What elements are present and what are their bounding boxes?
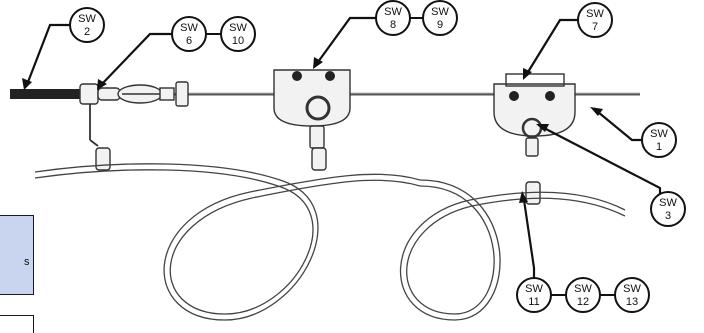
svg-text:SW: SW bbox=[623, 283, 641, 295]
svg-text:10: 10 bbox=[232, 35, 244, 47]
callout-sw3: SW 3 bbox=[650, 191, 686, 227]
callout-sw9: SW 9 bbox=[422, 0, 458, 36]
callouts: SW 2 SW 6 SW 10 SW 8 SW 9 SW 7 bbox=[69, 0, 686, 313]
callout-sw7: SW 7 bbox=[577, 2, 613, 38]
svg-text:SW: SW bbox=[229, 22, 247, 34]
svg-text:8: 8 bbox=[390, 19, 396, 31]
callout-connectors bbox=[206, 17, 615, 296]
svg-text:6: 6 bbox=[186, 35, 192, 47]
svg-text:3: 3 bbox=[665, 210, 671, 222]
svg-text:SW: SW bbox=[650, 128, 668, 140]
svg-text:SW: SW bbox=[180, 22, 198, 34]
side-panel-text: s bbox=[24, 256, 30, 268]
svg-text:7: 7 bbox=[592, 21, 598, 33]
svg-text:1: 1 bbox=[656, 141, 662, 153]
svg-text:SW: SW bbox=[431, 6, 449, 18]
callout-sw8: SW 8 bbox=[375, 0, 411, 36]
side-panel bbox=[0, 215, 34, 295]
leader-lines bbox=[22, 16, 662, 278]
side-panel-lower bbox=[0, 315, 34, 333]
svg-text:SW: SW bbox=[586, 8, 604, 20]
svg-text:12: 12 bbox=[577, 296, 589, 308]
svg-text:2: 2 bbox=[84, 26, 90, 38]
saddle-clamps bbox=[95, 147, 541, 205]
svg-text:SW: SW bbox=[78, 13, 96, 25]
svg-text:SW: SW bbox=[574, 283, 592, 295]
svg-text:SW: SW bbox=[659, 197, 677, 209]
trolley-middle bbox=[273, 69, 351, 149]
callout-sw12: SW 12 bbox=[565, 277, 601, 313]
hanging-cable bbox=[34, 163, 626, 321]
svg-text:SW: SW bbox=[384, 6, 402, 18]
callout-sw10: SW 10 bbox=[220, 16, 256, 52]
svg-text:11: 11 bbox=[528, 296, 539, 308]
trolley-right bbox=[493, 73, 576, 157]
svg-text:SW: SW bbox=[525, 283, 543, 295]
callout-sw11: SW 11 bbox=[516, 277, 552, 313]
svg-text:9: 9 bbox=[437, 19, 443, 31]
callout-sw6: SW 6 bbox=[171, 16, 207, 52]
svg-text:13: 13 bbox=[626, 296, 638, 308]
callout-sw2: SW 2 bbox=[69, 7, 105, 43]
callout-sw1: SW 1 bbox=[641, 122, 677, 158]
callout-sw13: SW 13 bbox=[614, 277, 650, 313]
turnbuckle-assembly bbox=[79, 81, 189, 147]
